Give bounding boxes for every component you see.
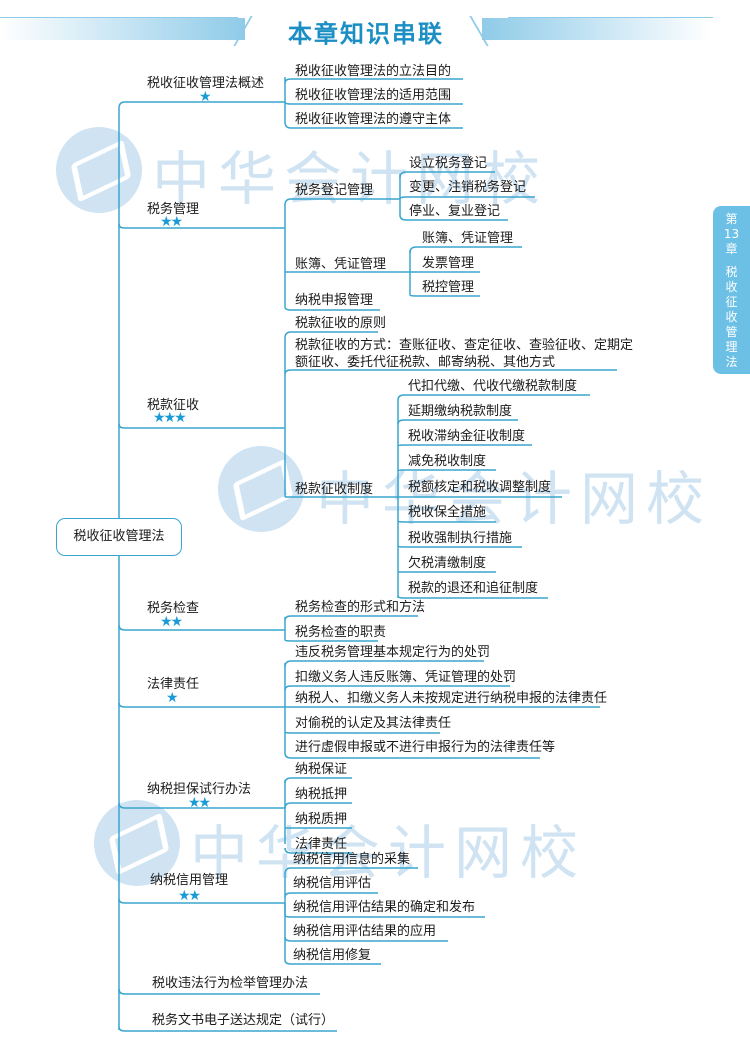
importance-stars-icon: ★ — [166, 690, 178, 706]
leaf-item: 税收征收管理法的适用范围 — [295, 88, 452, 103]
chapter-title-char: 理 — [725, 340, 738, 354]
leaf-item: 纳税质押 — [295, 812, 348, 827]
leaf-item: 进行虚假申报或不进行申报行为的法律责任等 — [295, 740, 556, 755]
chapter-title-char: 管 — [725, 325, 738, 339]
importance-stars-icon: ★★ — [160, 214, 183, 230]
watermark-logo-icon — [94, 800, 180, 886]
leaf-item: 税务检查的职责 — [295, 625, 387, 640]
importance-stars-icon: ★ — [199, 89, 211, 105]
sub-branch-label: 税务登记管理 — [295, 183, 374, 198]
leaf-item: 违反税务管理基本规定行为的处罚 — [295, 645, 491, 660]
leaf-item: 税收征收管理法的立法目的 — [295, 64, 452, 79]
watermark-text: 中华会计网校 — [152, 145, 549, 213]
branch-label: 税务文书电子送达规定（试行） — [152, 1013, 335, 1028]
leaf-item: 纳税保证 — [295, 762, 348, 777]
chapter-title-char: 征 — [725, 295, 738, 309]
leaf-item: 税务检查的形式和方法 — [295, 600, 426, 615]
watermark-logo-icon — [56, 127, 142, 213]
leaf-item: 停业、复业登记 — [409, 204, 501, 219]
leaf-item: 代扣代缴、代收代缴税款制度 — [408, 379, 578, 394]
leaf-item: 税收滞纳金征收制度 — [408, 429, 526, 444]
chapter-side-tab: 第 13 章 税 收 征 收 管 理 法 — [713, 206, 750, 374]
leaf-item: 纳税信用评估 — [293, 876, 372, 891]
leaf-item: 税收强制执行措施 — [408, 531, 513, 546]
banner-bar-right — [482, 18, 712, 40]
branch-label: 税务管理 — [147, 202, 200, 217]
leaf-item: 法律责任 — [295, 837, 348, 852]
chapter-number: 13 — [723, 227, 740, 241]
leaf-item: 纳税信用信息的采集 — [293, 852, 411, 867]
watermark-text: 中华会计网校 — [316, 465, 713, 533]
importance-stars-icon: ★★ — [188, 795, 211, 811]
importance-stars-icon: ★★ — [160, 614, 183, 630]
leaf-item: 税控管理 — [422, 280, 475, 295]
watermark-text: 中华会计网校 — [190, 819, 587, 887]
sub-branch-label: 税款征收的方式：查账征收、查定征收、查验征收、定期定额征收、委托代征税款、邮寄纳… — [295, 338, 634, 370]
root-node: 税收征收管理法 — [56, 518, 182, 556]
branch-label: 税收违法行为检举管理办法 — [152, 976, 309, 991]
chapter-title-char: 收 — [725, 280, 738, 294]
banner-line-left — [0, 17, 238, 18]
leaf-item: 发票管理 — [422, 256, 475, 271]
sub-branch-label: 账簿、凭证管理 — [295, 257, 387, 272]
leaf-item: 税收保全措施 — [408, 505, 487, 520]
leaf-item: 纳税人、扣缴义务人未按规定进行纳税申报的法律责任 — [295, 691, 608, 706]
banner-line-right — [508, 17, 713, 18]
chapter-title-char: 税 — [725, 265, 738, 279]
sub-branch-label: 纳税申报管理 — [295, 293, 374, 308]
banner-title: 本章知识串联 — [288, 20, 444, 48]
sub-branch-label: 税款征收的原则 — [295, 316, 387, 331]
leaf-item: 欠税清缴制度 — [408, 556, 487, 571]
leaf-item: 账簿、凭证管理 — [422, 231, 514, 246]
leaf-item: 纳税信用修复 — [293, 948, 372, 963]
leaf-item: 纳税抵押 — [295, 787, 348, 802]
sub-branch-label: 税款征收制度 — [295, 482, 374, 497]
leaf-item: 减免税收制度 — [408, 454, 487, 469]
chapter-banner: 本章知识串联 — [0, 0, 750, 60]
branch-label: 税款征收 — [147, 398, 200, 413]
leaf-item: 纳税信用评估结果的确定和发布 — [293, 900, 476, 915]
leaf-item: 税额核定和税收调整制度 — [408, 480, 552, 495]
importance-stars-icon: ★★★ — [153, 410, 187, 426]
leaf-item: 扣缴义务人违反账簿、凭证管理的处罚 — [295, 670, 517, 685]
chapter-title-char: 法 — [725, 355, 738, 369]
branch-label: 税收征收管理法概述 — [147, 76, 265, 91]
banner-bar-left — [0, 18, 245, 40]
branch-label: 纳税信用管理 — [150, 873, 229, 888]
branch-label: 法律责任 — [147, 677, 200, 692]
leaf-item: 税收征收管理法的遵守主体 — [295, 112, 452, 127]
branch-label: 税务检查 — [147, 601, 200, 616]
chapter-suffix: 章 — [725, 242, 738, 256]
leaf-item: 对偷税的认定及其法律责任 — [295, 716, 452, 731]
leaf-item: 延期缴纳税款制度 — [408, 404, 513, 419]
leaf-item: 变更、注销税务登记 — [409, 180, 527, 195]
leaf-item: 税款的退还和追征制度 — [408, 581, 539, 596]
chapter-prefix: 第 — [725, 212, 738, 226]
leaf-item: 纳税信用评估结果的应用 — [293, 924, 437, 939]
leaf-item: 设立税务登记 — [409, 156, 488, 171]
importance-stars-icon: ★★ — [178, 888, 201, 904]
chapter-title-char: 收 — [725, 310, 738, 324]
branch-label: 纳税担保试行办法 — [147, 782, 252, 797]
watermark-logo-icon — [218, 446, 304, 532]
